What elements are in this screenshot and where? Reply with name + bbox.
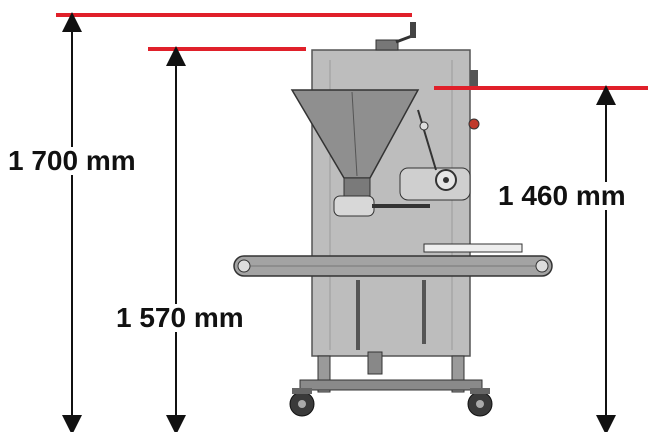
machine-stand — [299, 355, 483, 393]
conveyor-belt — [233, 255, 553, 277]
dimension-label-side-height: 1 460 mm — [496, 180, 628, 211]
deposit-plate — [423, 243, 523, 253]
machine-illustration — [233, 22, 553, 417]
crank-handle — [375, 22, 416, 51]
dimension-label-hopper-height: 1 570 mm — [114, 302, 246, 333]
dimension-label-total-height: 1 700 mm — [6, 145, 138, 176]
dosing-mechanism — [333, 109, 471, 217]
red-control-button — [468, 118, 480, 130]
caster-wheels — [289, 388, 493, 417]
hopper — [290, 89, 420, 197]
